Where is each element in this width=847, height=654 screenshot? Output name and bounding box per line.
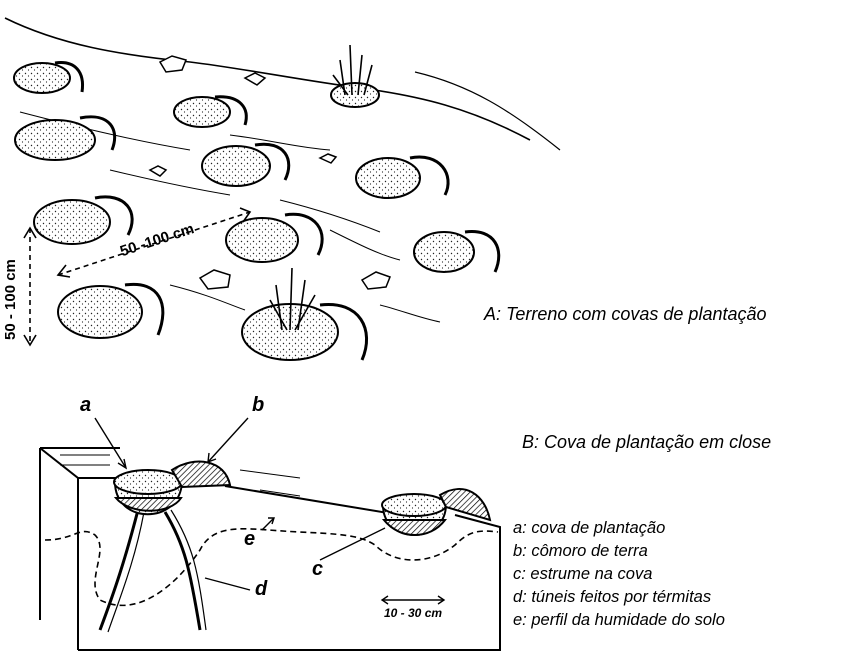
section-pit-c	[382, 489, 490, 535]
pit-3	[15, 117, 115, 160]
section-pit-a	[114, 462, 230, 515]
caption-part-a: A: Terreno com covas de plantação	[484, 304, 767, 325]
label-c: c	[312, 558, 323, 581]
pit-11	[331, 83, 379, 107]
legend: a: cova de plantação b: cômoro de terra …	[513, 517, 725, 632]
legend-item-b: b: cômoro de terra	[513, 540, 725, 563]
pit-2	[174, 97, 246, 127]
pit-8	[414, 232, 499, 272]
label-d: d	[255, 578, 267, 601]
caption-part-b: B: Cova de plantação em close	[522, 432, 771, 453]
pit-7	[226, 214, 322, 262]
label-e: e	[244, 528, 255, 551]
planting-pits	[14, 63, 499, 360]
legend-item-d: d: túneis feitos por térmitas	[513, 586, 725, 609]
pit-4	[202, 144, 289, 186]
legend-item-c: c: estrume na cova	[513, 563, 725, 586]
pit-6	[34, 197, 132, 244]
pit-1	[14, 63, 83, 93]
label-a: a	[80, 394, 91, 417]
spacing-vertical-label: 50 - 100 cm	[2, 259, 19, 340]
pit-9	[58, 284, 163, 338]
legend-item-a: a: cova de plantação	[513, 517, 725, 540]
field-scene	[5, 18, 560, 322]
pit-5	[356, 157, 448, 198]
pit-width-label: 10 - 30 cm	[384, 606, 442, 620]
legend-item-e: e: perfil da humidade do solo	[513, 609, 725, 632]
label-b: b	[252, 394, 264, 417]
